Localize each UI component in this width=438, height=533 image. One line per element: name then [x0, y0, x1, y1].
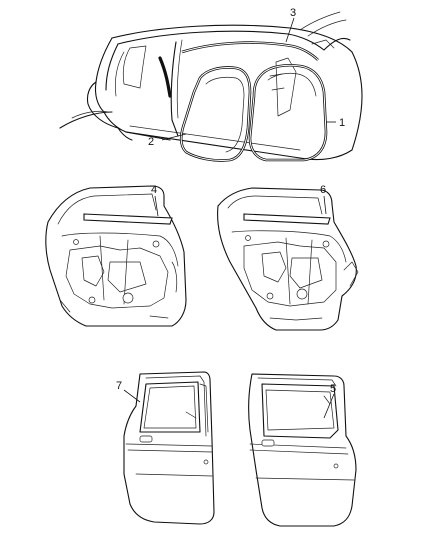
door-outer-shell-left	[123, 371, 215, 525]
callout-label-7: 7	[116, 380, 122, 392]
callout-label-2: 2	[148, 136, 154, 148]
callout-label-4: 4	[151, 184, 157, 196]
callout-2: 2	[148, 133, 187, 148]
callout-label-3: 3	[290, 7, 296, 19]
callout-4: 4	[151, 184, 159, 217]
callout-7: 7	[116, 380, 141, 403]
roof-rail-weatherstrip	[181, 41, 319, 61]
callout-label-5: 5	[330, 383, 336, 395]
callout-3: 3	[285, 7, 296, 43]
callout-6: 6	[320, 184, 327, 215]
door-inner-panel-right	[217, 187, 359, 331]
vehicle-body-assembly	[59, 11, 363, 161]
callout-1: 1	[326, 117, 345, 129]
front-door-opening-weatherstrip	[248, 63, 328, 162]
callout-label-6: 6	[320, 184, 326, 196]
door-inner-panel-left	[45, 185, 187, 327]
rear-door-opening-weatherstrip	[179, 66, 252, 162]
callout-5: 5	[323, 383, 336, 419]
callout-label-1: 1	[339, 117, 345, 129]
door-outer-shell-right	[248, 373, 357, 527]
